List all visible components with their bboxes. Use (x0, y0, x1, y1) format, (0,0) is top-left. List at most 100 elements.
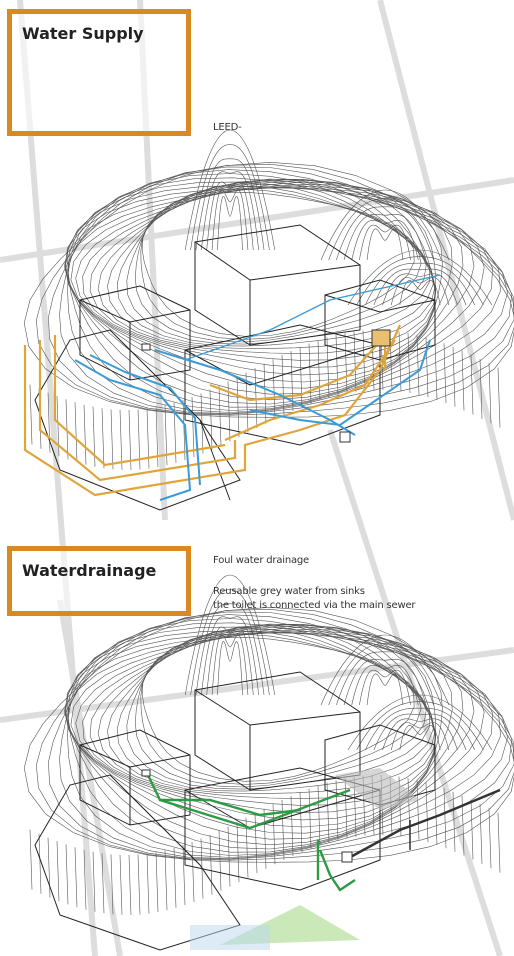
hill-contour (211, 189, 249, 251)
hill-contour (365, 262, 475, 306)
terrain-rib (443, 788, 447, 849)
contour-line (67, 622, 501, 856)
hill-contour (390, 277, 450, 306)
terrain-rib (119, 409, 123, 470)
terrain-rib (335, 780, 339, 841)
terrain-rib (182, 845, 186, 906)
hill-contour (365, 707, 475, 751)
terrain-rib (299, 792, 303, 853)
terrain-rib (398, 331, 402, 392)
terrain-rib (74, 402, 78, 463)
terrain-rib (119, 854, 123, 915)
water-tank-icon (371, 329, 391, 347)
terrain-rib (407, 332, 411, 393)
toilet-sewer-label: the toilet is connected via the main sew… (213, 600, 416, 611)
contour-line (82, 178, 436, 368)
foul-water-label: Foul water drainage (213, 555, 310, 566)
sink-icon (141, 769, 151, 777)
hill-contour (336, 206, 434, 261)
terrain-rib (254, 368, 258, 429)
terrain-rib (47, 392, 51, 453)
contour-line (67, 618, 508, 858)
grey-water-pipes (146, 774, 356, 892)
terrain-rib (344, 778, 348, 839)
hill-contour (351, 219, 419, 261)
hill-contour (366, 228, 404, 261)
terrain-rib (128, 854, 132, 915)
hill-contour (336, 651, 434, 706)
water-supply-title: Water Supply (22, 24, 144, 43)
terrain-rib (281, 355, 285, 416)
hill-contour (347, 249, 493, 306)
terrain-rib (29, 384, 33, 445)
contour-line (134, 185, 427, 343)
terrain-rib (155, 852, 159, 913)
contour-line (141, 191, 415, 337)
contour-line (89, 624, 436, 806)
terrain-rib (137, 854, 141, 915)
hill-contour (206, 626, 254, 696)
hill-contour (373, 268, 467, 306)
hill-contour (343, 658, 427, 706)
contour-line (23, 606, 514, 863)
hill-contour (195, 603, 265, 696)
terrain-rib (83, 849, 87, 910)
terrain-rib (38, 833, 42, 894)
terrain-rib (479, 803, 483, 864)
terrain-rib (488, 363, 492, 424)
terrain-rib (434, 340, 438, 401)
terrain-rib (452, 346, 456, 407)
terrain-rib (65, 844, 69, 905)
terrain-rib (281, 800, 285, 861)
foul-water-pipes (344, 788, 501, 862)
hill-contour (328, 643, 442, 706)
terrain-rib (92, 406, 96, 467)
hill-contour (351, 664, 419, 706)
water-supply-label-box: Water Supply (7, 9, 191, 136)
terrain-rib (344, 333, 348, 394)
contour-line (107, 179, 436, 349)
terrain-rib (227, 381, 231, 442)
terrain-rib (326, 337, 330, 398)
cold-water-pipes (74, 274, 441, 501)
hill-contour (320, 634, 450, 706)
hill-contour (206, 181, 254, 251)
terrain-rib (191, 397, 195, 458)
terrain-rib (416, 779, 420, 840)
terrain-rib (101, 853, 105, 914)
hill-contour (190, 589, 270, 696)
terrain-rib (56, 841, 60, 902)
grey-water-label: Reusable grey water from sinks (213, 586, 365, 597)
terrain-rib (209, 389, 213, 450)
hill-contour (366, 673, 404, 706)
terrain-rib (173, 847, 177, 908)
hill-contour (201, 171, 259, 251)
terrain-rib (101, 408, 105, 469)
terrain-rib (290, 795, 294, 856)
terrain-rib (299, 347, 303, 408)
contour-line (75, 179, 436, 376)
hill-contour (382, 273, 458, 306)
contour-line (75, 624, 436, 821)
contour-line (126, 183, 430, 345)
terrain-rib (452, 791, 456, 852)
hill-contour (184, 574, 276, 696)
contour-line (97, 623, 436, 799)
terrain-rib (236, 377, 240, 438)
terrain-rib (83, 404, 87, 465)
terrain-rib (470, 799, 474, 860)
terrain-rib (29, 829, 33, 890)
hill-contour (382, 718, 458, 751)
terrain-contours-supply (23, 129, 514, 470)
hill-contour (320, 189, 450, 261)
terrain-rib (317, 340, 321, 401)
building-volumes-supply (34, 224, 436, 511)
hot-water-pipes (23, 324, 402, 497)
terrain-rib (209, 834, 213, 895)
terrain-rib (263, 808, 267, 869)
terrain-rib (191, 842, 195, 903)
toilet-icon (339, 431, 351, 443)
contour-line (23, 161, 514, 418)
hill-contour (347, 694, 493, 751)
